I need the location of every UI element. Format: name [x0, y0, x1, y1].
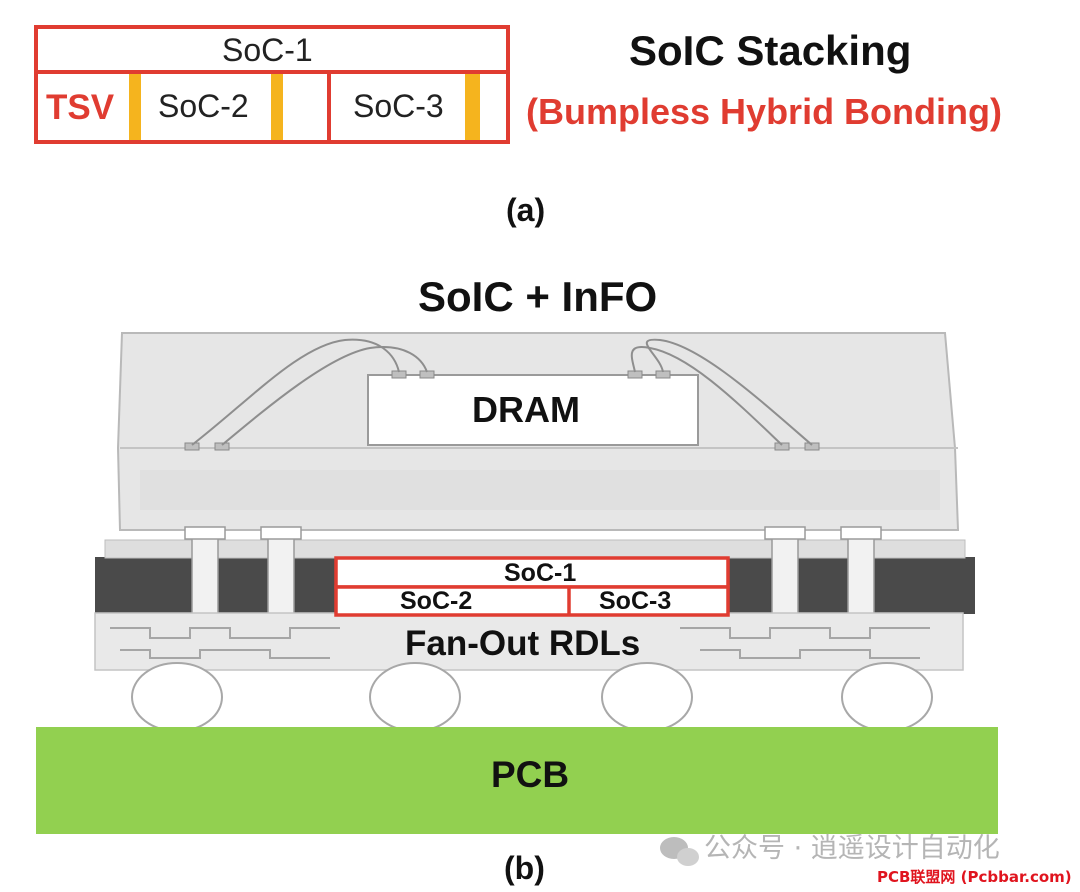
soc1-label-b: SoC-1 [504, 559, 577, 587]
soc1-box-b [334, 556, 730, 589]
tsv-pillar [129, 74, 141, 140]
panel-a-stack [34, 25, 510, 144]
panel-a-title: SoIC Stacking [629, 27, 912, 74]
wire-bonds [191, 338, 813, 446]
panel-b-package [36, 332, 998, 834]
dram-label: DRAM [472, 389, 580, 430]
panel-b-title: SoIC + InFO [418, 273, 658, 320]
dram-pads [184, 370, 820, 451]
panel-a-subtitle: (Bumpless Hybrid Bonding) [526, 91, 1002, 132]
rdl-layer [94, 612, 964, 671]
panel-b-caption: (b) [504, 850, 545, 886]
pcb-board [36, 727, 998, 834]
soc3-label-b: SoC-3 [599, 587, 672, 615]
through-mold-vias [191, 536, 875, 616]
watermark-text: 公众号 · 逍遥设计自动化 [704, 833, 1000, 864]
wechat-icon [660, 837, 699, 866]
tsv-label: TSV [46, 88, 115, 127]
solder-balls [131, 662, 933, 732]
rdl-label: Fan-Out RDLs [405, 624, 641, 663]
panel-a-caption: (a) [506, 192, 546, 228]
soc2-label-b: SoC-2 [400, 587, 473, 615]
tsv-pillar [465, 74, 480, 140]
soc1-label-a: SoC-1 [222, 32, 313, 68]
tsv-pillar [271, 74, 283, 140]
soc3-label-a: SoC-3 [353, 88, 444, 124]
interposer-top [104, 539, 966, 559]
source-credit: PCB联盟网 (Pcbbar.com) [877, 868, 1072, 886]
mold-texture [140, 470, 940, 510]
pcb-label: PCB [491, 754, 570, 795]
dram-die [367, 374, 699, 446]
soc-lower-box-b [334, 585, 730, 617]
via-caps [184, 526, 882, 540]
rdl-traces [110, 627, 930, 659]
soc2-label-a: SoC-2 [158, 88, 249, 124]
